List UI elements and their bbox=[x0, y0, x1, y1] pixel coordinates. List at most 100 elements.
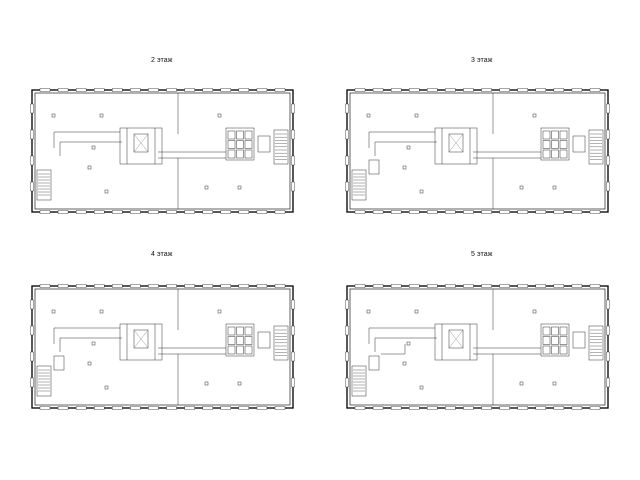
window-left bbox=[345, 181, 349, 192]
window-top bbox=[409, 88, 420, 92]
window-left bbox=[345, 299, 349, 310]
window-top bbox=[445, 284, 456, 288]
window-bottom bbox=[481, 210, 492, 214]
room-marker bbox=[519, 185, 524, 190]
sanitary-block bbox=[540, 323, 570, 357]
floor-4-title: 4 этаж bbox=[151, 251, 173, 258]
window-bottom bbox=[184, 406, 195, 410]
window-top bbox=[517, 284, 528, 288]
elevator-shaft bbox=[133, 133, 149, 153]
window-bottom bbox=[166, 406, 177, 410]
window-right bbox=[291, 181, 295, 192]
corridor-wall bbox=[53, 131, 120, 148]
window-bottom bbox=[571, 406, 583, 410]
left-stairwell bbox=[351, 365, 367, 397]
window-bottom bbox=[166, 210, 177, 214]
floor-3-title: 3 этаж bbox=[471, 57, 493, 64]
window-top bbox=[354, 88, 366, 92]
room-marker bbox=[217, 309, 222, 314]
window-left bbox=[345, 155, 349, 166]
window-bottom bbox=[445, 406, 456, 410]
window-top bbox=[354, 284, 366, 288]
sanitary-cell bbox=[244, 130, 253, 140]
sanitary-cell bbox=[236, 149, 244, 159]
window-top bbox=[220, 284, 231, 288]
window-top bbox=[274, 284, 286, 288]
window-bottom bbox=[112, 406, 123, 410]
window-top bbox=[238, 88, 250, 92]
sanitary-cell bbox=[244, 326, 253, 336]
window-bottom bbox=[94, 210, 105, 214]
room-marker bbox=[406, 145, 411, 150]
window-top bbox=[166, 284, 177, 288]
window-bottom bbox=[220, 406, 231, 410]
right-elevator bbox=[257, 331, 271, 349]
sanitary-cell bbox=[236, 345, 244, 355]
central-core bbox=[434, 323, 478, 361]
room-marker bbox=[87, 165, 92, 170]
window-top bbox=[202, 284, 213, 288]
sanitary-cell bbox=[227, 130, 236, 140]
sanitary-cell bbox=[542, 326, 551, 336]
window-bottom bbox=[57, 210, 69, 214]
elevator-shaft bbox=[133, 329, 149, 349]
window-right bbox=[291, 155, 295, 166]
central-core bbox=[434, 127, 478, 165]
window-top bbox=[220, 88, 231, 92]
window-top bbox=[481, 88, 492, 92]
elevator-cross bbox=[133, 329, 149, 349]
inner-wall-line bbox=[349, 92, 606, 210]
window-top bbox=[499, 284, 510, 288]
window-top bbox=[499, 88, 510, 92]
window-bottom bbox=[517, 210, 528, 214]
sanitary-cell bbox=[542, 336, 551, 345]
corridor-wall bbox=[374, 141, 437, 156]
window-bottom bbox=[148, 406, 159, 410]
window-top bbox=[57, 284, 69, 288]
sanitary-cell bbox=[227, 326, 236, 336]
window-bottom bbox=[535, 406, 546, 410]
window-right bbox=[606, 129, 610, 140]
window-top bbox=[571, 88, 583, 92]
window-bottom bbox=[112, 210, 123, 214]
extra-room bbox=[53, 355, 65, 371]
window-top bbox=[256, 284, 268, 288]
window-left bbox=[345, 325, 349, 336]
window-top bbox=[57, 88, 69, 92]
window-bottom bbox=[274, 406, 286, 410]
window-bottom bbox=[238, 406, 250, 410]
window-bottom bbox=[499, 406, 510, 410]
window-bottom bbox=[238, 210, 250, 214]
window-top bbox=[390, 88, 402, 92]
window-bottom bbox=[589, 406, 601, 410]
outer-wall bbox=[346, 89, 609, 213]
window-bottom bbox=[202, 210, 213, 214]
room-marker bbox=[104, 385, 109, 390]
sanitary-cell bbox=[551, 149, 559, 159]
window-right bbox=[291, 351, 295, 362]
window-bottom bbox=[354, 210, 366, 214]
window-top bbox=[166, 88, 177, 92]
window-right bbox=[606, 351, 610, 362]
window-top bbox=[256, 88, 268, 92]
sanitary-block bbox=[540, 127, 570, 161]
room-marker bbox=[532, 113, 537, 118]
window-right bbox=[291, 299, 295, 310]
corridor-wall bbox=[53, 327, 120, 344]
room-marker bbox=[402, 165, 407, 170]
sanitary-cell bbox=[227, 345, 236, 355]
window-top bbox=[112, 284, 123, 288]
right-stairwell bbox=[273, 129, 289, 165]
sanitary-cell bbox=[551, 140, 559, 149]
window-bottom bbox=[589, 210, 601, 214]
window-bottom bbox=[553, 406, 565, 410]
room-marker bbox=[532, 309, 537, 314]
window-bottom bbox=[499, 210, 510, 214]
window-top bbox=[184, 284, 195, 288]
window-bottom bbox=[463, 406, 474, 410]
window-top bbox=[274, 88, 286, 92]
room-marker bbox=[217, 113, 222, 118]
window-top bbox=[148, 284, 159, 288]
window-bottom bbox=[202, 406, 213, 410]
